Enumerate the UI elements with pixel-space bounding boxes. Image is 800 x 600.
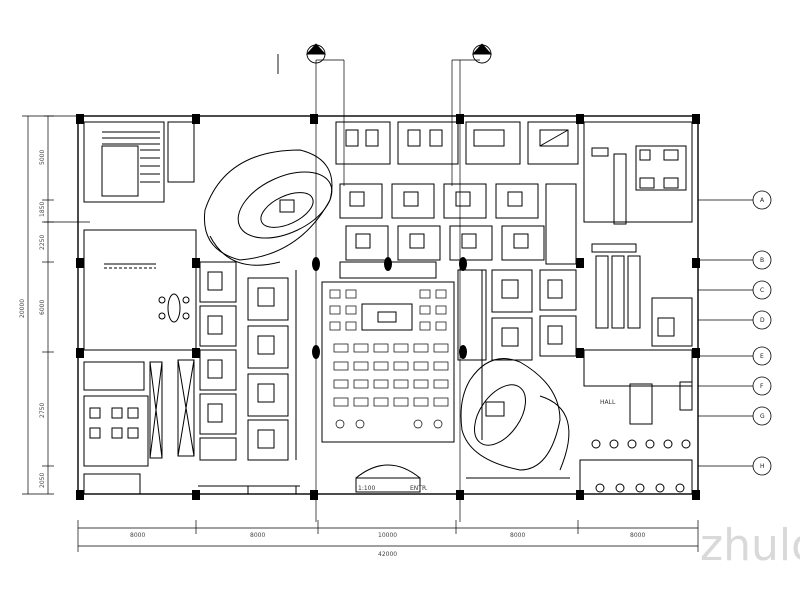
dim-row-6: 2050 [39,473,46,488]
watermark-text: zhulong [700,520,800,571]
grid-bubble-labels: A B C D E F G H [760,197,765,470]
grid-bubble-h: H [760,463,765,470]
dim-total-depth: 20000 [19,299,26,318]
building-outline [77,115,699,495]
main-entrance [198,464,570,495]
dimension-chain-left [22,115,54,495]
center-dining-hall [295,261,483,460]
dim-row-1: 5000 [39,150,46,165]
dim-bay-4: 8000 [510,532,525,539]
entrance-label: ENTR. [410,485,428,492]
section-lines [44,59,480,522]
dim-total-width: 42000 [378,551,397,558]
booth-column-left [199,261,289,461]
kitchen [583,121,693,347]
grid-bubbles-right [698,190,772,476]
section-marker-right [471,43,493,64]
dim-bay-1: 8000 [130,532,145,539]
left-lounge [83,229,197,351]
grid-bubble-c: C [760,287,764,294]
private-rooms-top [335,121,579,165]
left-dimension-labels: 5000 1850 2250 6000 2750 2050 20000 [19,150,46,488]
dim-bay-3: 10000 [378,532,397,539]
stairwell [83,121,195,203]
booth-ring-upper [339,183,577,265]
dim-bay-2: 8000 [250,532,265,539]
oval-lounge-lower [460,358,570,471]
grid-bubble-f: F [760,383,764,390]
dim-row-3: 2250 [39,235,46,250]
dim-bay-5: 8000 [630,532,645,539]
title-plate-text: 1:100 [358,485,375,492]
grid-bubble-a: A [760,197,765,204]
grid-bubble-b: B [760,257,764,264]
dimension-chain-bottom [77,520,699,552]
restrooms [579,349,693,495]
dim-row-4: 6000 [39,300,46,315]
oval-lounge-upper [203,149,333,266]
grid-bubble-g: G [760,413,765,420]
booth-column-right [457,269,577,361]
dim-row-2: 1850 [39,202,46,217]
grid-bubble-e: E [760,353,764,360]
hall-label: HALL [600,399,616,406]
dim-row-5: 2750 [39,403,46,418]
grid-bubble-d: D [760,317,765,324]
top-dimension-labels: 8000 8000 10000 8000 8000 42000 [130,532,645,558]
office-cluster [83,359,195,495]
section-marker-left [277,43,327,74]
